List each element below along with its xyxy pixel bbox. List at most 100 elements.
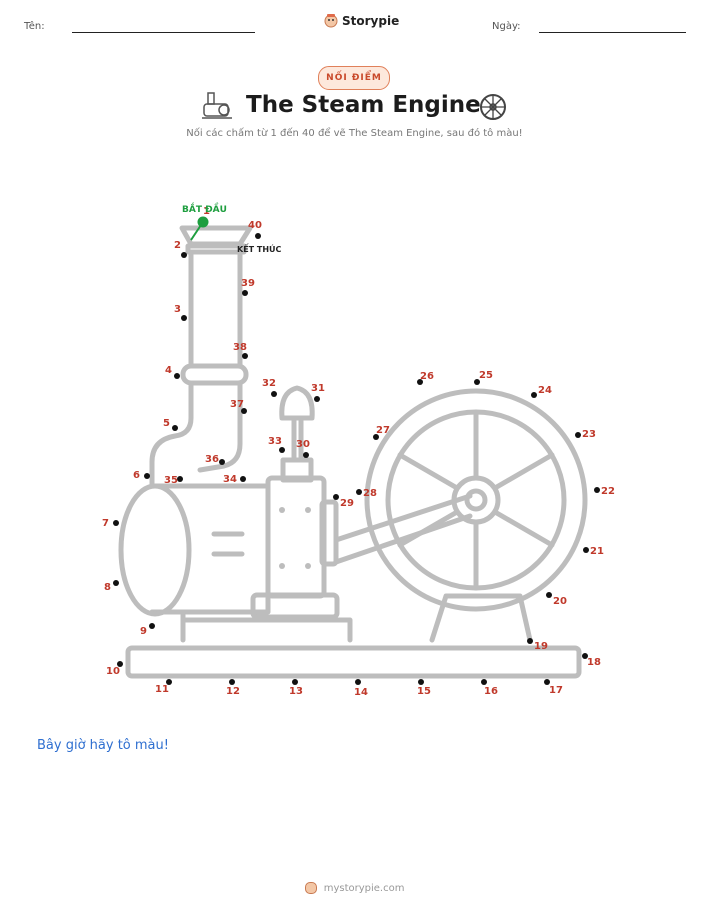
dot-number-36: 36 [205, 454, 219, 465]
dot-number-5: 5 [163, 418, 170, 429]
dot-35[interactable] [177, 476, 183, 482]
dot-number-14: 14 [354, 687, 368, 698]
dot-number-28: 28 [363, 488, 377, 499]
dot-34[interactable] [240, 476, 246, 482]
dot-5[interactable] [172, 425, 178, 431]
dot-36[interactable] [219, 459, 225, 465]
dot-number-34: 34 [223, 474, 237, 485]
dot-38[interactable] [242, 353, 248, 359]
brand-name: Storypie [342, 14, 400, 28]
dot-40[interactable] [255, 233, 261, 239]
dot-number-10: 10 [106, 666, 120, 677]
dot-number-25: 25 [479, 370, 493, 381]
dot-number-30: 30 [296, 439, 310, 450]
dot-number-21: 21 [590, 546, 604, 557]
dot-18[interactable] [582, 653, 588, 659]
dot-number-39: 39 [241, 278, 255, 289]
dot-31[interactable] [314, 396, 320, 402]
dot-number-4: 4 [165, 365, 172, 376]
dot-39[interactable] [242, 290, 248, 296]
dot-27[interactable] [373, 434, 379, 440]
dot-24[interactable] [531, 392, 537, 398]
dot-29[interactable] [333, 494, 339, 500]
dot-number-20: 20 [553, 596, 567, 607]
dot-15[interactable] [418, 679, 424, 685]
dot-19[interactable] [527, 638, 533, 644]
dot-number-22: 22 [601, 486, 615, 497]
dot-30[interactable] [303, 452, 309, 458]
dot-number-32: 32 [262, 378, 276, 389]
dot-10[interactable] [117, 661, 123, 667]
dot-number-9: 9 [140, 626, 147, 637]
dot-number-38: 38 [233, 342, 247, 353]
dot-number-31: 31 [311, 383, 325, 394]
dot-11[interactable] [166, 679, 172, 685]
dot-23[interactable] [575, 432, 581, 438]
dot-number-33: 33 [268, 436, 282, 447]
dot-17[interactable] [544, 679, 550, 685]
dot-number-1: 1 [203, 206, 210, 217]
dot-number-29: 29 [340, 498, 354, 509]
dot-32[interactable] [271, 391, 277, 397]
date-line[interactable] [539, 32, 686, 33]
footer-site: mystorypie.com [323, 883, 405, 894]
dot-6[interactable] [144, 473, 150, 479]
dot-number-19: 19 [534, 641, 548, 652]
start-label: BẮT ĐẦU [182, 202, 227, 215]
dot-number-7: 7 [102, 518, 109, 529]
dot-16[interactable] [481, 679, 487, 685]
page-title: The Steam Engine [246, 92, 481, 118]
brand-logo: Storypie [324, 13, 399, 29]
dot-number-11: 11 [155, 684, 169, 695]
dot-2[interactable] [181, 252, 187, 258]
dot-14[interactable] [355, 679, 361, 685]
dot-number-40: 40 [248, 220, 262, 231]
dot-20[interactable] [546, 592, 552, 598]
dot-number-26: 26 [420, 371, 434, 382]
dot-number-12: 12 [226, 686, 240, 697]
storypie-mascot-icon [324, 14, 338, 28]
dot-number-18: 18 [587, 657, 601, 668]
dot-number-35: 35 [164, 475, 178, 486]
dot-13[interactable] [292, 679, 298, 685]
dot-12[interactable] [229, 679, 235, 685]
dot-1[interactable] [197, 216, 209, 228]
dot-number-17: 17 [549, 685, 563, 696]
dot-28[interactable] [356, 489, 362, 495]
end-label: KẾT THÚC [237, 242, 282, 254]
steam-engine-icon [202, 92, 232, 119]
footer: mystorypie.com [0, 882, 709, 894]
dot-number-24: 24 [538, 385, 552, 396]
name-label: Tên: [24, 21, 45, 32]
dot-37[interactable] [241, 408, 247, 414]
dot-25[interactable] [474, 379, 480, 385]
dot-9[interactable] [149, 623, 155, 629]
dot-number-23: 23 [582, 429, 596, 440]
dot-22[interactable] [594, 487, 600, 493]
dot-number-15: 15 [417, 686, 431, 697]
dot-number-13: 13 [289, 686, 303, 697]
dot-number-6: 6 [133, 470, 140, 481]
activity-badge: NỐI ĐIỂM [318, 66, 390, 90]
color-prompt: Bây giờ hãy tô màu! [37, 738, 169, 753]
dot-8[interactable] [113, 580, 119, 586]
dot-number-8: 8 [104, 582, 111, 593]
dot-number-37: 37 [230, 399, 244, 410]
name-line[interactable] [72, 32, 255, 33]
dot-number-27: 27 [376, 425, 390, 436]
engine-outline [118, 225, 588, 679]
page-subtitle: Nối các chấm từ 1 đến 40 để vẽ The Steam… [186, 128, 523, 139]
date-label: Ngày: [492, 21, 521, 32]
dot-number-2: 2 [174, 240, 181, 251]
dot-21[interactable] [583, 547, 589, 553]
dot-number-3: 3 [174, 304, 181, 315]
wheel-icon [480, 94, 506, 120]
dot-3[interactable] [181, 315, 187, 321]
dot-7[interactable] [113, 520, 119, 526]
dot-33[interactable] [279, 447, 285, 453]
dot-26[interactable] [417, 379, 423, 385]
dot-4[interactable] [174, 373, 180, 379]
footer-mascot-icon [304, 882, 317, 894]
